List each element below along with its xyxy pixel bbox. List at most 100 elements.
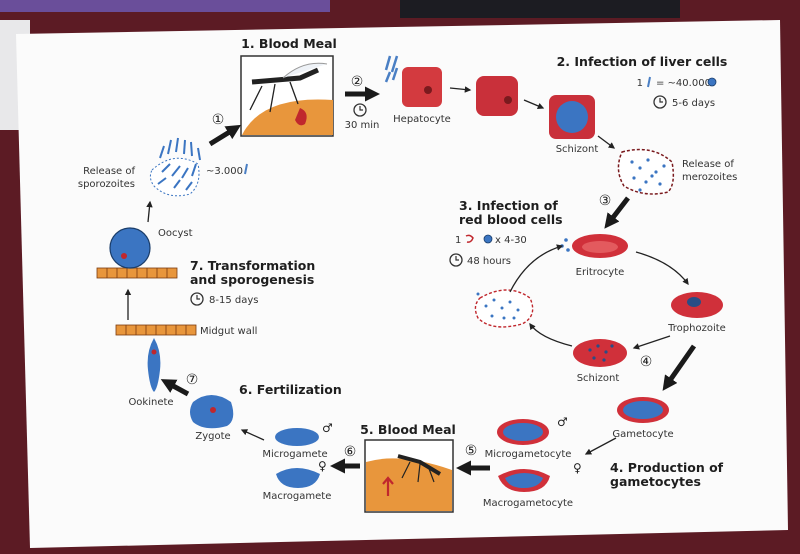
hepatocyte-cell bbox=[402, 67, 442, 107]
liver-ratio-right: = ~40.000 bbox=[656, 78, 711, 89]
blood-meal-2-image bbox=[364, 439, 454, 513]
trophozoite-parasite bbox=[687, 297, 701, 307]
rbc-schizont-dots bbox=[588, 344, 614, 362]
ookinete-label: Ookinete bbox=[128, 397, 173, 408]
liver-infection-title: 2. Infection of liver cells bbox=[557, 54, 728, 69]
rbc-infection-title-line2: red blood cells bbox=[459, 212, 563, 227]
release-merozoites-line2: merozoites bbox=[682, 172, 737, 183]
rbc-schizont-label: Schizont bbox=[577, 373, 620, 384]
midgut-wall-lower bbox=[115, 324, 197, 336]
midgut-wall-label: Midgut wall bbox=[200, 326, 257, 337]
liver-schizont-label: Schizont bbox=[556, 144, 599, 155]
blood-meal-1-image bbox=[240, 55, 334, 137]
gametocyte-label: Gametocyte bbox=[612, 429, 673, 440]
arrow-hepatocyte bbox=[449, 86, 472, 93]
trophozoite-label: Trophozoite bbox=[667, 323, 726, 334]
sporozoite-count-icon bbox=[244, 163, 248, 175]
arrow-schizont-rupture bbox=[529, 322, 573, 347]
time-30-min: 30 min bbox=[345, 120, 380, 131]
arrow-release-merozoites bbox=[597, 135, 616, 149]
microgamete-male: ♂ bbox=[322, 421, 333, 435]
arrow-oocyst-release bbox=[146, 200, 153, 223]
blood-meal-1-title: 1. Blood Meal bbox=[241, 36, 337, 51]
fertilization-title: 6. Fertilization bbox=[239, 382, 342, 397]
microgametocyte-label: Microgametocyte bbox=[485, 449, 572, 460]
purple-paper-edge bbox=[0, 0, 330, 12]
microgametocyte-body bbox=[503, 423, 543, 441]
rbc-clock-hands-icon bbox=[455, 256, 459, 261]
sporogenesis-clock-icon bbox=[190, 292, 204, 306]
step-6-number: ⑥ bbox=[344, 444, 357, 460]
dark-paper-edge bbox=[400, 0, 680, 18]
liver-clock-hands-icon bbox=[659, 98, 663, 103]
arrow-gametes-zygote bbox=[240, 429, 265, 441]
zygote-label: Zygote bbox=[195, 431, 230, 442]
macrogamete-cell bbox=[276, 468, 320, 488]
liver-ratio-left: 1 bbox=[637, 78, 643, 89]
hepatocyte-nucleus bbox=[424, 86, 432, 94]
rbc-infection-title-line1: 3. Infection of bbox=[459, 198, 558, 213]
sporozoite-ratio-icon bbox=[647, 76, 651, 88]
merozoites-dots bbox=[630, 158, 666, 192]
blood-drop-icon bbox=[295, 108, 307, 126]
oocyst-nucleus bbox=[121, 253, 127, 259]
rbc-duration: 48 hours bbox=[467, 256, 511, 267]
sporogenesis-duration: 8-15 days bbox=[209, 295, 258, 306]
arrow-3 bbox=[604, 196, 630, 229]
eritrocyte-label: Eritrocyte bbox=[576, 267, 625, 278]
merozoite-ratio-icon bbox=[707, 77, 717, 87]
rbc-merozoites-dots bbox=[476, 292, 520, 320]
step-2-number: ② bbox=[351, 74, 364, 90]
hepatocyte-label: Hepatocyte bbox=[393, 114, 451, 125]
macrogametocyte-female: ♀ bbox=[573, 461, 582, 475]
sporozoite-icon-group bbox=[384, 55, 399, 83]
microgamete-label: Microgamete bbox=[262, 449, 327, 460]
infected-hepatocyte bbox=[476, 76, 518, 116]
rbc-ratio-left: 1 bbox=[455, 235, 461, 246]
arrow-gametocyte-gametocytes bbox=[584, 437, 617, 455]
release-sporozoites-line2: sporozoites bbox=[78, 179, 135, 190]
step-7-number: ⑦ bbox=[186, 372, 199, 388]
merozoite-small-icon bbox=[483, 234, 493, 244]
sporozoite-count: ~3.000 bbox=[206, 166, 243, 177]
rbc-clock-icon bbox=[449, 253, 463, 267]
rbc-schizont-cell bbox=[573, 339, 627, 367]
blood-meal-2-title: 5. Blood Meal bbox=[360, 422, 456, 437]
arrow-schizont-liver bbox=[523, 99, 545, 109]
sporogenesis-clock-hands-icon bbox=[196, 295, 200, 300]
ruptured-rbc bbox=[474, 289, 534, 328]
arrow-1 bbox=[208, 124, 242, 147]
arrow-rupture-eritrocyte bbox=[509, 244, 564, 293]
oocyst-label: Oocyst bbox=[158, 228, 193, 239]
zygote-nucleus bbox=[210, 407, 216, 413]
release-merozoites-line1: Release of bbox=[682, 159, 734, 170]
merozoite-rbc-ratio-icon bbox=[465, 234, 474, 243]
gametocyte-production-title-line1: 4. Production of bbox=[610, 460, 724, 475]
macrogamete-female: ♀ bbox=[318, 459, 327, 473]
sporogenesis-title-line2: and sporogenesis bbox=[190, 272, 314, 287]
arrow-7 bbox=[160, 379, 190, 397]
sporozoites-burst bbox=[157, 137, 201, 191]
liver-duration: 5-6 days bbox=[672, 98, 715, 109]
sporogenesis-title-line1: 7. Transformation bbox=[190, 258, 315, 273]
arrow-eritrocyte-trophozoite bbox=[635, 251, 689, 286]
step-4-number: ④ bbox=[640, 354, 653, 370]
clock-hands-icon bbox=[359, 106, 363, 111]
step-1-number: ① bbox=[212, 112, 225, 128]
step-5-number: ⑤ bbox=[465, 443, 478, 459]
eritrocyte-center bbox=[582, 241, 618, 253]
gametocyte-body bbox=[623, 401, 663, 419]
gametocyte-production-title-line2: gametocytes bbox=[610, 474, 701, 489]
ookinete-cell bbox=[147, 338, 161, 392]
arrow-trophozoite-schizont bbox=[632, 335, 671, 350]
liver-clock-icon bbox=[653, 95, 667, 109]
release-sporozoites-line1: Release of bbox=[83, 166, 135, 177]
rbc-ratio-right: x 4-30 bbox=[495, 235, 527, 246]
macrogamete-label: Macrogamete bbox=[263, 491, 332, 502]
oocyst-cell bbox=[109, 227, 151, 269]
macrogametocyte-label: Macrogametocyte bbox=[483, 498, 573, 509]
midgut-wall-upper bbox=[96, 267, 178, 279]
microgamete-cell bbox=[275, 428, 319, 446]
arrow-up-icon bbox=[382, 476, 394, 496]
